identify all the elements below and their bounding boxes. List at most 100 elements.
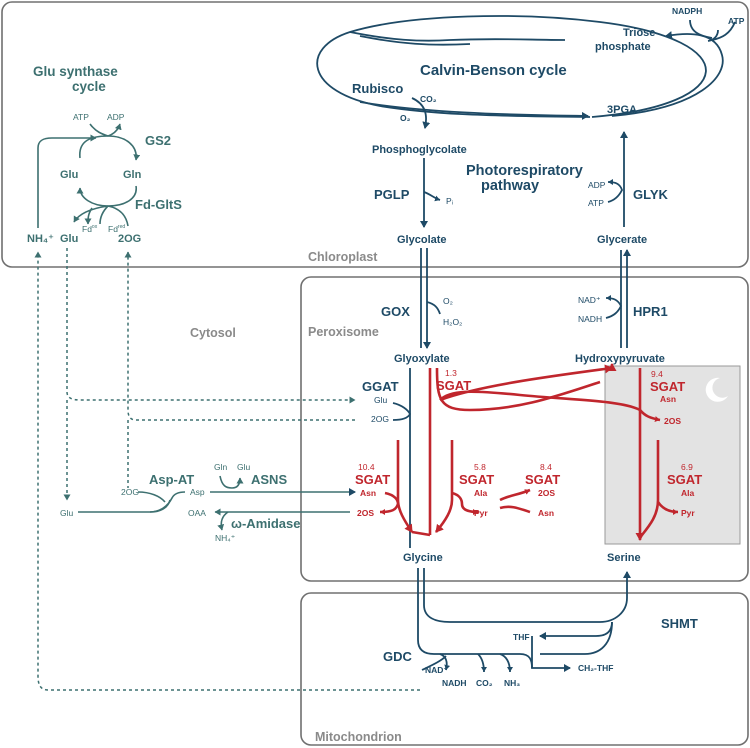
glu-synthase-title-line1: Glu synthase: [33, 64, 118, 79]
ggat-label: GGAT: [362, 379, 399, 394]
night-panel: [604, 365, 741, 545]
hpr1-nadh-label: NADH: [578, 314, 602, 324]
mitochondrion-label: Mitochondrion: [315, 730, 402, 744]
glyk-adp-label: ADP: [588, 180, 606, 190]
cytosol-glu-label: Glu: [60, 508, 74, 518]
sgat-night2-label: SGAT: [667, 472, 702, 487]
pglp-label: PGLP: [374, 187, 410, 202]
sgat-asn-prod: 2OS: [357, 508, 374, 518]
gdc-nad-label: NAD⁺: [425, 665, 448, 675]
chloroplast-label: Chloroplast: [308, 250, 378, 264]
amidase-nh4-label: NH₄⁺: [215, 533, 235, 543]
sgat-night2-cofactor: [656, 501, 679, 515]
sgat-night1-label: SGAT: [650, 379, 685, 394]
glyk-atp-label: ATP: [588, 198, 604, 208]
glyk-cofactor: [607, 179, 623, 203]
asns-gln-label: Gln: [214, 462, 228, 472]
sgat-2os-sub: 2OS: [538, 488, 555, 498]
cytosol-arrows: [78, 475, 356, 531]
calvin-cycle: [316, 15, 736, 129]
chloroplast-compartment: [1, 1, 749, 268]
o2-label: O₂: [400, 113, 411, 123]
gs2-label: GS2: [145, 133, 171, 148]
glu-synthase-title-line2: cycle: [72, 79, 106, 94]
triose-phosphate-line1: Triose: [623, 27, 655, 39]
sgat-night2-sub: Ala: [681, 488, 695, 498]
sgat-asn-value: 10.4: [358, 462, 375, 472]
transport-dotted-lines: [34, 248, 420, 691]
co2-label: CO₂: [420, 94, 437, 104]
sgat-red-paths: [396, 363, 660, 541]
sgat-asn-sub: Asn: [360, 488, 376, 498]
hpr1-cofactor: [605, 295, 623, 319]
glu-top-label: Glu: [60, 169, 78, 181]
sgat-night1-prod: 2OS: [664, 416, 681, 426]
2og-label: 2OG: [118, 233, 141, 245]
nh4-label: NH₄⁺: [27, 233, 54, 245]
ggat-cofactor: [392, 402, 412, 421]
phosphoglycolate-label: Phosphoglycolate: [372, 144, 467, 156]
sgat-top-label: SGAT: [436, 378, 471, 393]
fd-ox-label: Fdox: [82, 224, 98, 234]
3pga-label: 3PGA: [607, 104, 637, 116]
omega-amidase-label: ω-Amidase: [231, 516, 301, 531]
gox-label: GOX: [381, 304, 410, 319]
gdc-label: GDC: [383, 649, 413, 664]
sgat-ala-prod: Pyr: [474, 508, 488, 518]
gox-o2-label: O₂: [443, 296, 453, 306]
fd-glts-label: Fd-GltS: [135, 197, 182, 212]
gox-cofactor: [426, 301, 441, 315]
sgat-2os-label: SGAT: [525, 472, 560, 487]
gdc-nadh-label: NADH: [442, 678, 467, 688]
glycine-label: Glycine: [403, 552, 443, 564]
atp-label: ATP: [728, 16, 745, 26]
asns-glu-label: Glu: [237, 462, 251, 472]
sgat-night1-value: 9.4: [651, 369, 663, 379]
oaa-label: OAA: [188, 508, 206, 518]
glyoxylate-label: Glyoxylate: [394, 353, 450, 365]
mitochondrion-compartment: [300, 592, 749, 746]
glu-synthase-cycle: [37, 123, 141, 228]
hpr1-nad-label: NAD⁺: [578, 295, 600, 305]
sgat-top-value: 1.3: [445, 368, 457, 378]
rubisco-label: Rubisco: [352, 81, 403, 96]
sgat-night2-prod: Pyr: [681, 508, 695, 518]
sgat-2os-value: 8.4: [540, 462, 552, 472]
sgat-asn-cofactor: [379, 491, 400, 515]
fd-red-label: Fdred: [108, 224, 125, 234]
pi-label: Pᵢ: [446, 196, 453, 206]
gox-h2o2-label: H₂O₂: [443, 317, 462, 327]
triose-phosphate-line2: phosphate: [595, 41, 651, 53]
ch2-thf-label: CH₂-THF: [578, 663, 613, 673]
thf-label: THF: [513, 632, 530, 642]
sgat-night1-cofactor: [639, 409, 661, 422]
hpr1-label: HPR1: [633, 304, 668, 319]
ggat-2og-label: 2OG: [371, 414, 389, 424]
glycolate-label: Glycolate: [397, 234, 447, 246]
shmt-label: SHMT: [661, 616, 698, 631]
crescent-moon-icon: [705, 377, 728, 402]
nadph-label: NADPH: [672, 6, 702, 16]
sgat-ala-value: 5.8: [474, 462, 486, 472]
asp-at-2og-label: 2OG: [121, 487, 139, 497]
sgat-night2-value: 6.9: [681, 462, 693, 472]
photorespiratory-title-line1: Photorespiratory: [466, 163, 583, 179]
gln-label: Gln: [123, 169, 142, 181]
sgat-2os-cofactor: [499, 488, 531, 502]
sgat-ala-sub: Ala: [474, 488, 488, 498]
sgat-2os-return: [499, 505, 531, 514]
asns-label: ASNS: [251, 472, 287, 487]
hydroxypyruvate-label: Hydroxypyruvate: [575, 353, 665, 365]
sgat-ala-cofactor: [451, 491, 479, 515]
sgat-night1-sub: Asn: [660, 394, 676, 404]
asp-label: Asp: [190, 487, 205, 497]
cytosol-label: Cytosol: [190, 326, 236, 340]
mito-arrows: [417, 568, 631, 673]
serine-label: Serine: [607, 552, 641, 564]
gdc-nh3-label: NH₃: [504, 678, 520, 688]
gdc-co2-label: CO₂: [476, 678, 493, 688]
sgat-asn-label: SGAT: [355, 472, 390, 487]
photorespiratory-title-line2: pathway: [481, 178, 539, 194]
glyk-label: GLYK: [633, 187, 669, 202]
